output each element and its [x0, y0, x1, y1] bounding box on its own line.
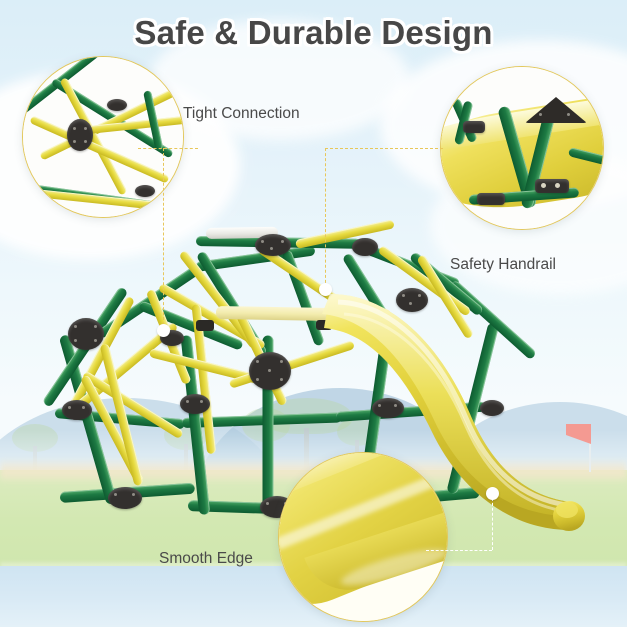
callout-circle-safety-handrail	[440, 66, 604, 230]
page-title: Safe & Durable Design	[134, 14, 493, 51]
joint-hub	[352, 238, 378, 256]
connector-endpoint	[157, 324, 170, 337]
joint-hub	[249, 352, 291, 390]
joint-hub	[108, 487, 142, 509]
callout-circle-smooth-edge	[278, 452, 448, 622]
joint-hub	[68, 318, 104, 350]
callout-label-tight-connection: Tight Connection	[183, 105, 300, 122]
flag-pole	[589, 425, 591, 472]
connector-dash	[163, 148, 164, 330]
connector-endpoint	[319, 283, 332, 296]
joint-hub	[180, 394, 210, 414]
clamp	[316, 320, 332, 330]
callout-label-smooth-edge: Smooth Edge	[159, 550, 253, 567]
joint-hub	[62, 400, 92, 420]
connector-dash	[426, 550, 492, 551]
connector-dash	[492, 498, 493, 550]
joint-hub	[480, 400, 504, 416]
clamp	[196, 320, 214, 331]
connector-dash	[325, 148, 326, 288]
slide	[320, 284, 620, 534]
joint-hub	[372, 398, 404, 418]
cloud	[150, 20, 410, 140]
callout-circle-tight-connection	[22, 56, 184, 218]
connector-dash	[138, 148, 198, 149]
joint-hub	[396, 288, 428, 312]
callout-label-safety-handrail: Safety Handrail	[450, 256, 556, 273]
connector-dash	[325, 148, 443, 149]
connector-endpoint	[486, 487, 499, 500]
joint-hub	[255, 234, 291, 256]
